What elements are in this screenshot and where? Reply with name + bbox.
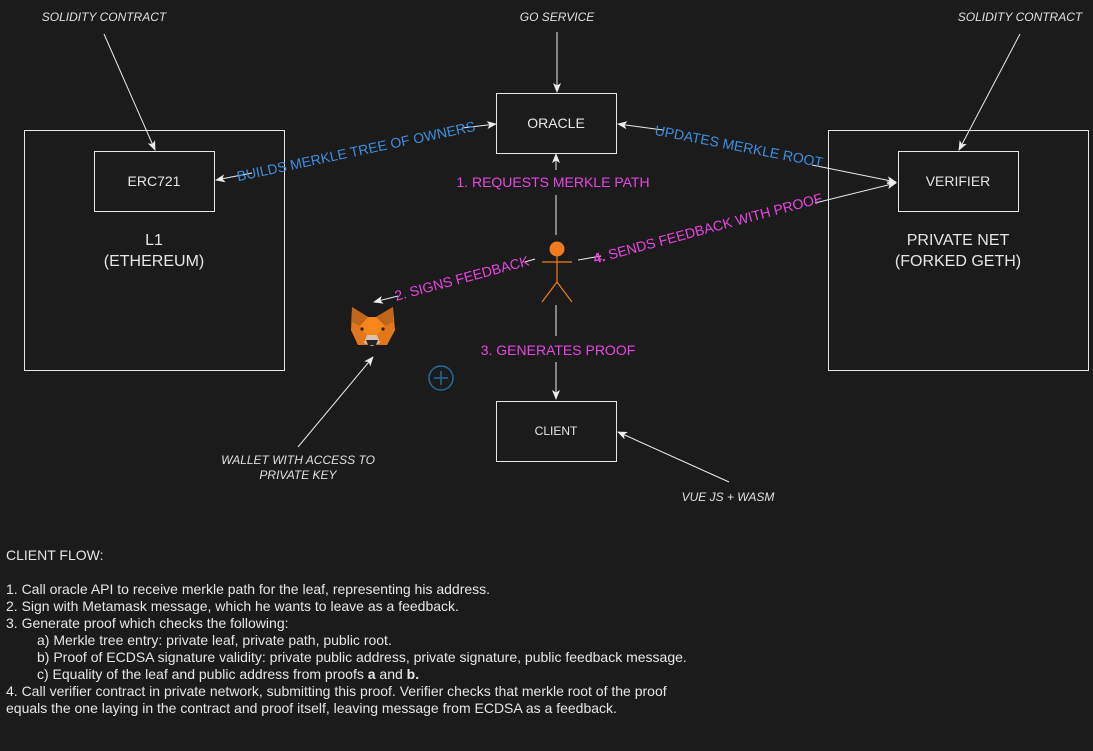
wallet-label-line1: WALLET WITH ACCESS TO — [221, 453, 375, 467]
builds-edge-label: BUILDS MERKLE TREE OF OWNERS — [235, 118, 476, 184]
flow-step-3c: c) Equality of the leaf and public addre… — [6, 666, 1086, 683]
flow-step-3: 3. Generate proof which checks the follo… — [6, 615, 289, 631]
metamask-fox-icon — [351, 307, 395, 346]
solidity-contract-label-left: SOLIDITY CONTRACT — [42, 10, 168, 24]
stick-figure-icon — [541, 241, 573, 303]
flow-step-1: 1. Call oracle API to receive merkle pat… — [6, 581, 491, 597]
signs-edge-label: 2. SIGNS FEEDBACK — [393, 252, 532, 303]
sends-edge-right — [814, 181, 897, 204]
private-net-subtitle: (FORKED GETH) — [895, 253, 1021, 270]
architecture-diagram: SOLIDITY CONTRACT GO SERVICE SOLIDITY CO… — [24, 10, 1089, 504]
vue-label: VUE JS + WASM — [682, 490, 775, 504]
signs-edge-left — [373, 295, 399, 304]
updates-edge-label: UPDATES MERKLE ROOT — [654, 122, 825, 170]
l1-container[interactable] — [24, 130, 285, 371]
solidity-contract-label-right: SOLIDITY CONTRACT — [958, 10, 1084, 24]
private-net-title: PRIVATE NET — [907, 232, 1010, 249]
sends-edge-left — [577, 255, 602, 261]
vue-arrow — [617, 431, 730, 483]
flow-step-3c-b: b. — [406, 666, 420, 682]
solidity-left-arrow — [103, 33, 156, 151]
oracle-label: ORACLE — [527, 115, 585, 131]
spacer — [6, 564, 1086, 581]
flow-step-3c-a: a — [367, 666, 376, 682]
signs-edge-right — [524, 258, 536, 263]
erc721-box[interactable] — [94, 151, 215, 212]
wallet-label-line2: PRIVATE KEY — [259, 468, 337, 482]
erc721-label: ERC721 — [128, 173, 181, 189]
flow-step-3b: b) Proof of ECDSA signature validity: pr… — [37, 649, 687, 665]
flow-step-3c-and: and — [375, 666, 407, 682]
client-flow-title: CLIENT FLOW: — [6, 547, 104, 563]
client-flow-description: CLIENT FLOW: 1. Call oracle API to recei… — [6, 547, 1086, 717]
requests-edge-label: 1. REQUESTS MERKLE PATH — [456, 174, 649, 190]
wallet-arrow — [297, 356, 374, 448]
flow-step-4-line2: equals the one laying in the contract an… — [6, 700, 617, 716]
l1-subtitle: (ETHEREUM) — [104, 253, 204, 270]
builds-edge-left — [215, 172, 253, 183]
solidity-right-arrow — [958, 33, 1021, 151]
updates-edge-right — [811, 164, 897, 185]
verifier-label: VERIFIER — [926, 173, 991, 189]
sends-edge-text: SENDS FEEDBACK WITH PROOF — [603, 190, 824, 264]
flow-step-3a: a) Merkle tree entry: private leaf, priv… — [37, 632, 392, 648]
flow-step-2: 2. Sign with Metamask message, which he … — [6, 598, 459, 614]
client-label: CLIENT — [535, 424, 578, 438]
client-box[interactable] — [496, 401, 617, 462]
plus-circle-icon[interactable] — [428, 365, 454, 391]
generates-edge-label: 3. GENERATES PROOF — [481, 342, 636, 358]
updates-edge-left — [617, 121, 664, 131]
sends-edge-label: 4. SENDS FEEDBACK WITH PROOF — [591, 190, 824, 267]
flow-step-4-line1: 4. Call verifier contract in private net… — [6, 683, 667, 699]
verifier-box[interactable] — [898, 151, 1019, 212]
builds-edge-right — [461, 121, 497, 130]
go-service-label: GO SERVICE — [520, 10, 595, 24]
l1-title: L1 — [145, 232, 163, 249]
flow-step-3c-text: c) Equality of the leaf and public addre… — [37, 666, 368, 682]
sends-edge-number: 4. — [591, 248, 606, 266]
private-net-container[interactable] — [828, 130, 1089, 371]
